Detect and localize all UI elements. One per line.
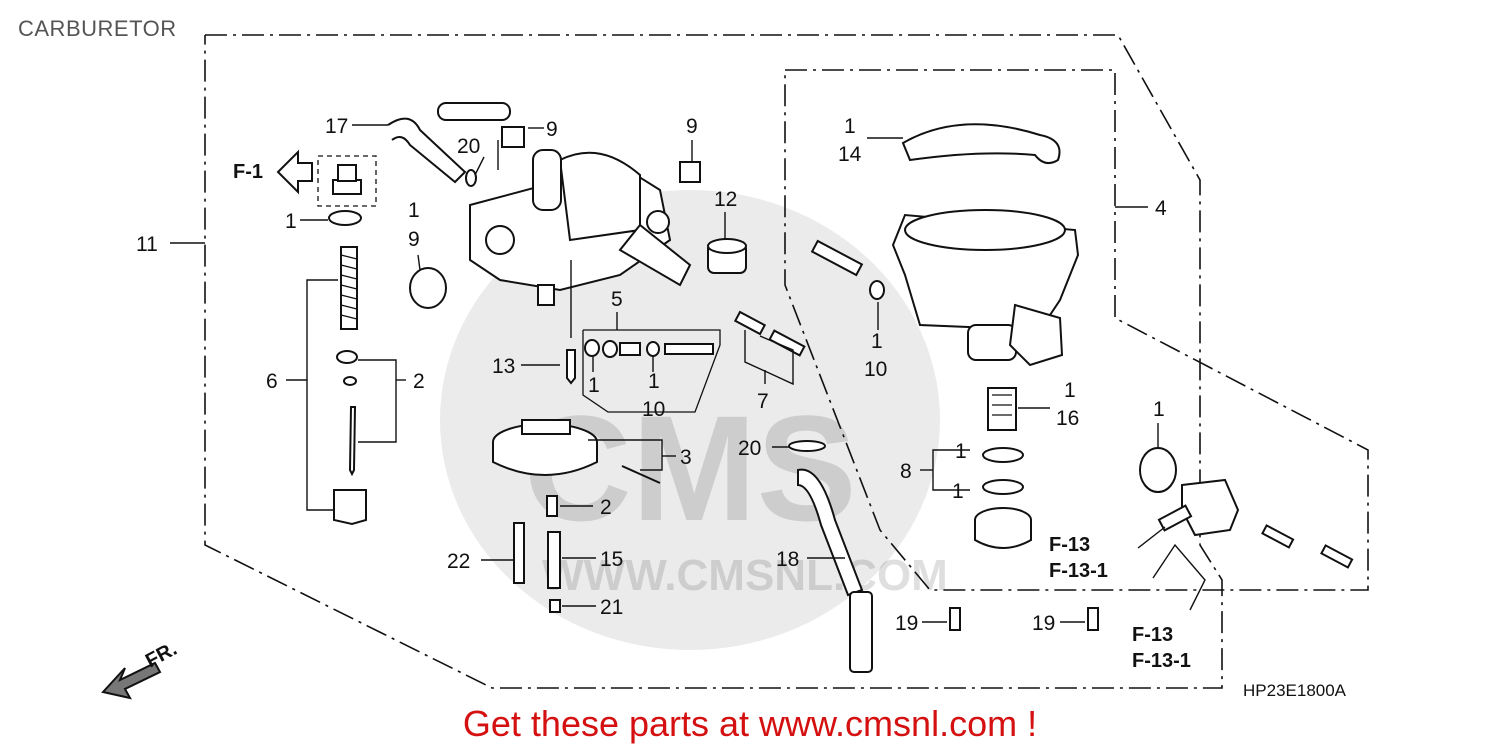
label-9a: 9 [546, 118, 558, 141]
carburetor-body-icon [469, 149, 692, 306]
spring-5-icon [619, 342, 641, 356]
diagram-code: HP23E1800A [1243, 681, 1347, 700]
assembly-boundary-outer [204, 34, 1223, 689]
label-1f: 1 [871, 330, 883, 353]
float-valve-icon [810, 239, 864, 277]
ref-f13-1b: F-13-1 [1132, 650, 1191, 672]
ref-f13b: F-13 [1132, 624, 1173, 646]
jet-needle-icon [348, 406, 357, 477]
needle-clip-icon [336, 350, 358, 364]
label-14: 14 [838, 143, 862, 166]
label-8: 8 [900, 460, 912, 483]
label-10b: 10 [864, 358, 887, 381]
throttle-valve-icon [333, 489, 367, 526]
ref-f13a: F-13 [1049, 534, 1090, 556]
label-22: 22 [447, 550, 470, 573]
promo-link[interactable]: Get these parts at www.cmsnl.com ! [462, 703, 1038, 744]
screw-21-icon [549, 599, 561, 613]
ref-f1: F-1 [233, 161, 263, 183]
label-5: 5 [611, 288, 623, 311]
screw-r2-icon [1320, 544, 1354, 569]
bolt-19a-icon [949, 607, 961, 631]
label-1i: 1 [952, 480, 964, 503]
fitting-icon [1157, 478, 1240, 537]
e-clip-icon [343, 376, 357, 386]
label-13: 13 [492, 355, 515, 378]
label-20a: 20 [457, 135, 480, 158]
o-ring-8b-icon [982, 479, 1024, 495]
diaphragm-cap-icon [974, 507, 1032, 549]
label-18: 18 [776, 548, 799, 571]
label-1e: 1 [844, 115, 856, 138]
screw-r1-icon [1261, 524, 1295, 549]
o-ring-5-icon [646, 341, 660, 357]
diagram-title: CARBURETOR [18, 16, 177, 41]
label-19b: 19 [1032, 612, 1055, 635]
label-1b: 1 [408, 199, 420, 222]
label-6: 6 [266, 370, 278, 393]
adjust-screw-7-icon [733, 310, 806, 357]
label-1d: 1 [648, 370, 660, 393]
pin-3-icon [621, 465, 661, 484]
label-2b: 2 [600, 496, 612, 519]
screw-5-icon [664, 343, 714, 355]
hose-top-icon [437, 102, 511, 121]
label-15: 15 [600, 548, 623, 571]
label-9c: 9 [408, 228, 420, 251]
label-12: 12 [714, 188, 737, 211]
label-1a: 1 [285, 210, 297, 233]
label-4: 4 [1155, 197, 1167, 220]
bolt-19b-icon [1087, 607, 1099, 631]
washer-icon [328, 210, 362, 226]
front-direction-icon [101, 661, 162, 700]
label-21: 21 [600, 596, 623, 619]
cap-outline [317, 155, 377, 207]
o-ring-8a-icon [982, 447, 1024, 463]
float-chamber-icon [891, 209, 1080, 367]
watermark-url: WWW.CMSNL.COM [542, 551, 948, 600]
spring-icon [340, 246, 358, 330]
label-1h: 1 [955, 440, 967, 463]
washer-5b-icon [602, 340, 618, 358]
label-16: 16 [1056, 407, 1079, 430]
label-20b: 20 [738, 437, 761, 460]
washer-10-icon [869, 280, 885, 300]
valve-cap-icon [332, 164, 362, 195]
label-7: 7 [757, 390, 769, 413]
jet-15-icon [547, 531, 561, 589]
clip-20b-icon [788, 440, 826, 452]
label-10a: 10 [642, 398, 665, 421]
clip-20-icon [465, 169, 477, 187]
main-jet-2-icon [546, 495, 558, 517]
float-chamber-boundary [784, 69, 1369, 591]
o-ring-1r-icon [1139, 447, 1177, 493]
label-1j: 1 [1153, 398, 1165, 421]
cap-12-icon [707, 238, 747, 274]
hose-end-icon [849, 591, 873, 673]
needle-13-icon [566, 349, 576, 385]
label-1c: 1 [588, 374, 600, 397]
washer-5a-icon [584, 339, 600, 357]
label-17: 17 [325, 115, 348, 138]
filter-16-icon [987, 387, 1017, 431]
label-3: 3 [680, 446, 692, 469]
jet-kit-boundary [582, 329, 721, 413]
needle-jet-22-icon [513, 522, 525, 584]
o-ring-9-icon [409, 267, 447, 309]
label-11: 11 [136, 233, 158, 256]
clamp-9a-icon [501, 126, 525, 148]
leader-lines [170, 124, 1206, 623]
label-1g: 1 [1064, 379, 1076, 402]
ref-f13-1a: F-13-1 [1049, 560, 1108, 582]
vent-hose-17-icon [387, 117, 467, 184]
clamp-9b-icon [679, 161, 701, 183]
label-2a: 2 [413, 370, 425, 393]
f1-arrow-icon [276, 149, 313, 195]
label-9b: 9 [686, 115, 698, 138]
gasket-14-icon [901, 123, 1061, 165]
label-19a: 19 [895, 612, 918, 635]
plate-3-icon [492, 419, 598, 476]
